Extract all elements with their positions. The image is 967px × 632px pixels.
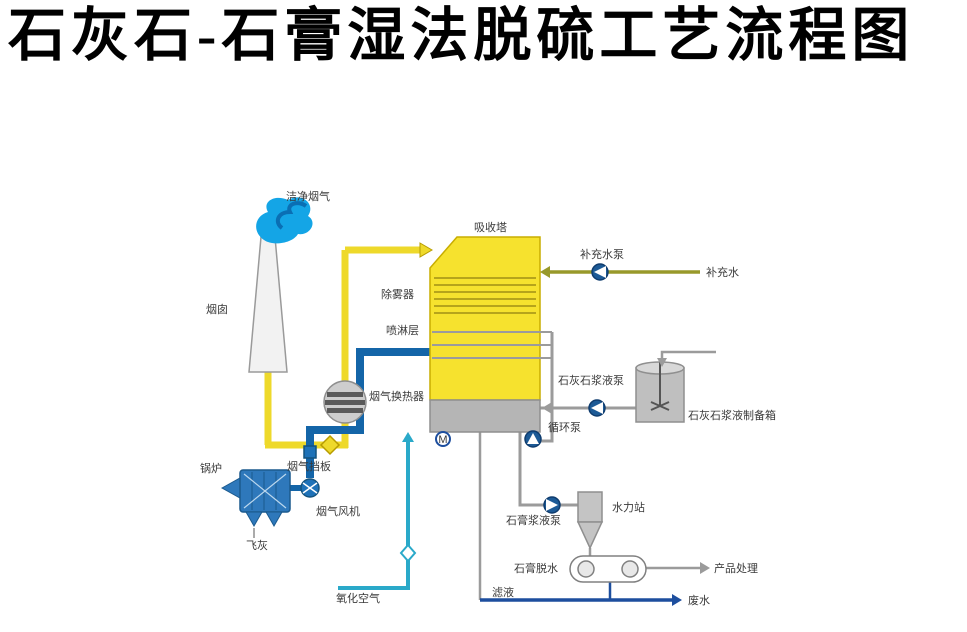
label-product-handling: 产品处理 xyxy=(714,561,758,575)
absorber-tower xyxy=(429,236,541,401)
label-hydro-station: 水力站 xyxy=(612,500,645,514)
belt-filter-icon xyxy=(569,555,647,583)
label-makeup-water: 补充水 xyxy=(706,265,739,279)
smoke-icon xyxy=(256,197,313,244)
label-gypsum-slurry-pump: 石膏浆液泵 xyxy=(506,513,561,527)
label-absorber: 吸收塔 xyxy=(474,220,507,234)
gas-heat-exchanger-icon xyxy=(323,380,367,424)
equipment xyxy=(220,197,685,583)
oxidation-air-valve-icon xyxy=(399,543,417,563)
label-oxidation-air: 氧化空气 xyxy=(336,591,380,605)
wastewater-arrow xyxy=(672,594,682,606)
product-arrow xyxy=(700,562,710,574)
label-flue-gas-fan: 烟气风机 xyxy=(316,504,360,518)
label-gypsum-dewatering: 石膏脱水 xyxy=(514,561,558,575)
tank-inlet-arrow xyxy=(657,358,667,367)
makeup-water-arrow xyxy=(540,266,550,278)
spray-header-lines xyxy=(432,331,552,359)
label-filtrate: 滤液 xyxy=(492,585,514,599)
mist-eliminator-lines xyxy=(434,277,536,314)
chimney-icon xyxy=(248,236,288,373)
label-wastewater: 废水 xyxy=(688,593,710,607)
gas-ducts xyxy=(264,246,430,491)
limestone-slurry-tank-icon xyxy=(635,361,685,423)
smoke-swirl-icon xyxy=(275,201,308,230)
label-makeup-water-pump: 补充水泵 xyxy=(580,247,624,261)
agitator-motor-icon: M xyxy=(435,431,451,447)
absorber-sump xyxy=(429,399,541,433)
limestone-feed-arrow xyxy=(542,402,552,414)
label-limestone-slurry-tank: 石灰石浆液制备箱 xyxy=(688,408,776,422)
clean-gas-damper-icon xyxy=(303,445,317,459)
label-flue-gas-damper: 烟气挡板 xyxy=(287,459,331,473)
makeup-water-pump-icon xyxy=(591,263,609,281)
label-gas-heat-exchanger: 烟气换热器 xyxy=(369,389,424,403)
gypsum-slurry-pump-icon xyxy=(543,496,561,514)
label-chimney: 烟囱 xyxy=(206,302,228,316)
label-circulation-pump: 循环泵 xyxy=(548,421,581,434)
agitator-motor-symbol: M xyxy=(438,434,447,446)
label-boiler: 锅炉 xyxy=(200,462,222,475)
label-fly-ash: 飞灰 xyxy=(246,538,268,552)
circulation-pump-icon xyxy=(524,430,542,448)
boiler-icon xyxy=(220,469,291,538)
label-limestone-slurry-pump: 石灰石浆液泵 xyxy=(558,373,624,387)
oxidation-air-line xyxy=(338,440,410,590)
label-clean-flue-gas: 洁净烟气 xyxy=(286,189,330,203)
flue-gas-damper-icon xyxy=(319,434,341,456)
labels: 洁净烟气 烟囱 吸收塔 除雾器 喷淋层 烟气换热器 烟气挡板 锅炉 烟气风机 飞… xyxy=(200,189,776,607)
label-spray-layer: 喷淋层 xyxy=(386,324,419,337)
oxidation-air-arrow xyxy=(402,432,414,442)
flue-gas-fan-icon xyxy=(300,478,320,498)
limestone-slurry-pump-icon xyxy=(588,399,606,417)
page-title: 石灰石-石膏湿法脱硫工艺流程图 xyxy=(8,3,915,68)
overlays: M xyxy=(399,242,710,606)
absorber-inlet-arrow xyxy=(419,242,433,258)
hydrocyclone-icon xyxy=(576,491,604,550)
label-mist-eliminator: 除雾器 xyxy=(381,287,414,301)
